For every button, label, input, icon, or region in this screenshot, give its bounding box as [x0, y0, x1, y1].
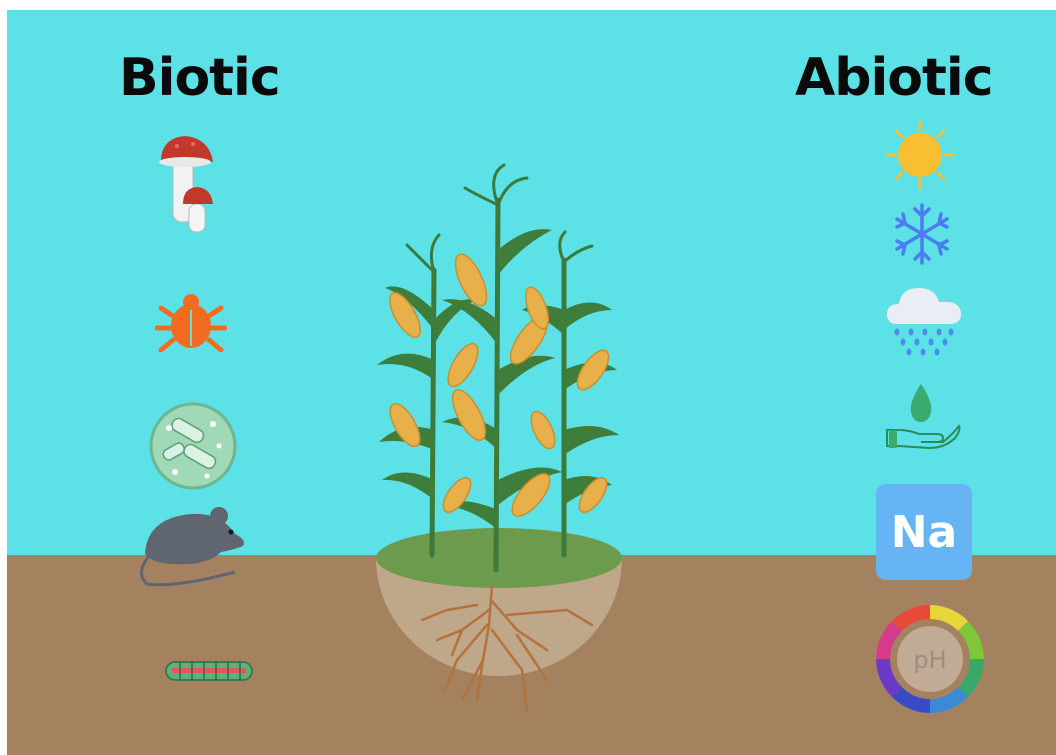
- caterpillar-icon: [162, 656, 256, 686]
- ecosystem-scene: Biotic Abiotic: [7, 10, 1056, 755]
- ph-wheel-icon: pH: [875, 604, 985, 714]
- sodium-icon: Na: [876, 484, 972, 580]
- snowflake-icon: [891, 203, 953, 265]
- rain-cloud-icon: [885, 280, 963, 356]
- sun-icon: [885, 120, 955, 190]
- rat-icon: [135, 504, 249, 590]
- mushroom-icon: [155, 132, 219, 236]
- bacteria-icon: [149, 402, 237, 490]
- ph-label: pH: [913, 646, 946, 674]
- sodium-label: Na: [891, 507, 958, 558]
- soil-bowl: [376, 528, 622, 676]
- water-hand-icon: [885, 380, 961, 450]
- bug-icon: [155, 290, 227, 352]
